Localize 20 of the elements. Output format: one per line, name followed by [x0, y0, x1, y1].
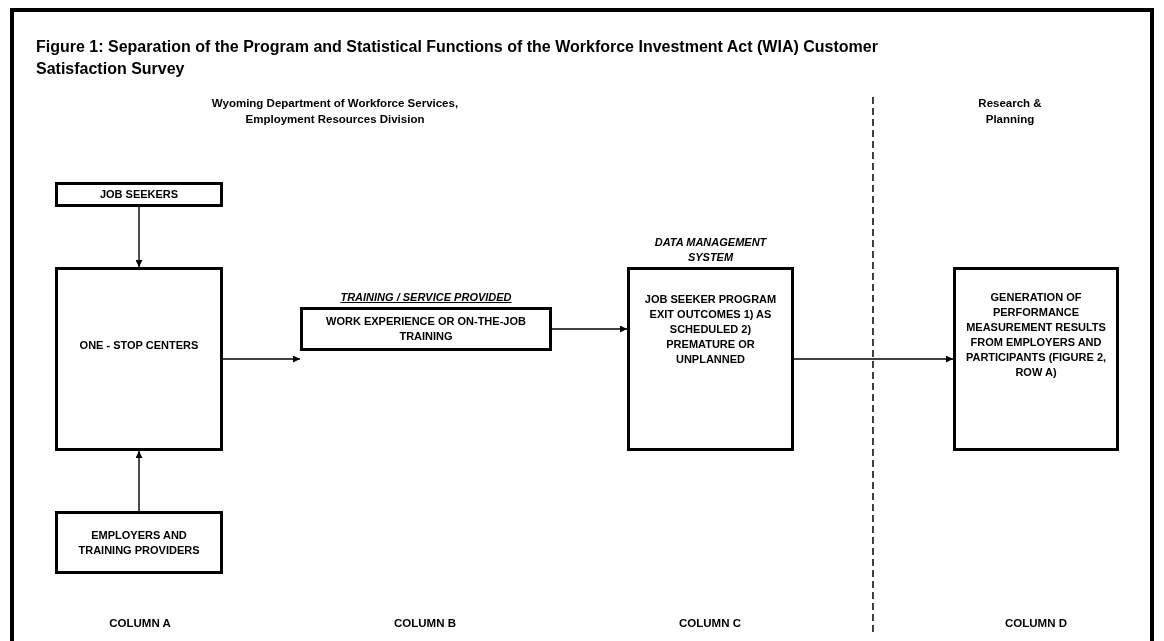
- box-heading: DATA MANAGEMENT SYSTEM: [653, 235, 768, 265]
- section-heading: Research & Planning: [977, 96, 1043, 127]
- process-box: ONE - STOP CENTERS: [55, 267, 223, 451]
- arrow: [222, 355, 301, 363]
- process-box: JOB SEEKER PROGRAM EXIT OUTCOMES 1) AS SCHEDULED 2) PREMATURE OR UNPLANNED: [627, 267, 794, 451]
- process-box: EMPLOYERS AND TRAINING PROVIDERS: [55, 511, 223, 574]
- arrow: [793, 355, 954, 363]
- column-label: COLUMN D: [1004, 616, 1068, 631]
- process-box: GENERATION OF PERFORMANCE MEASUREMENT RESULTS FROM EMPLOYERS AND PARTICIPANTS (FIGURE 2, ROW A): [953, 267, 1119, 451]
- process-box: WORK EXPERIENCE OR ON-THE-JOB TRAINING: [300, 307, 552, 351]
- process-box: JOB SEEKERS: [55, 182, 223, 207]
- column-label: COLUMN B: [393, 616, 457, 631]
- arrow: [135, 206, 143, 268]
- arrow: [551, 325, 628, 333]
- column-label: COLUMN C: [678, 616, 742, 631]
- section-heading: Wyoming Department of Workforce Services, Employment Resources Division: [210, 96, 460, 127]
- box-heading: TRAINING / SERVICE PROVIDED: [339, 290, 513, 305]
- arrow: [135, 450, 143, 512]
- column-label: COLUMN A: [108, 616, 172, 631]
- figure-title: Figure 1: Separation of the Program and Statistical Functions of the Workforce Investment Act (WIA) Customer Satisfaction Survey: [36, 37, 879, 79]
